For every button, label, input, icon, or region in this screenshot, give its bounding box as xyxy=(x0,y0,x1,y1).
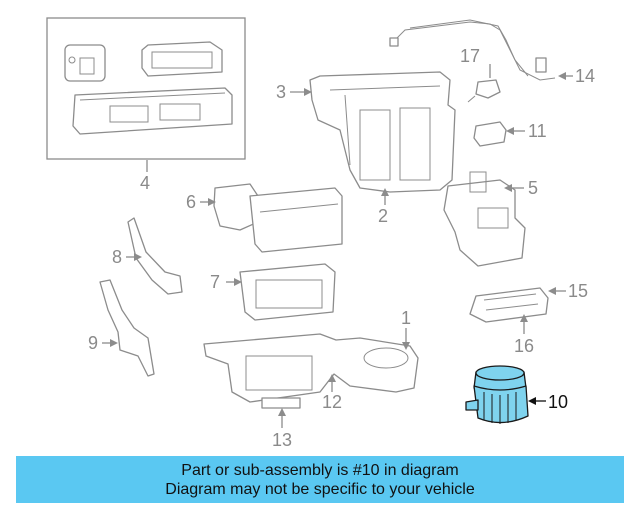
info-banner: Part or sub-assembly is #10 in diagram D… xyxy=(16,456,624,503)
part-15-filter-housing[interactable]: 15 16 xyxy=(469,281,588,356)
part-14-wire-harness[interactable]: 14 xyxy=(389,19,595,86)
part-7-evaporator[interactable]: 7 xyxy=(210,263,336,321)
part-3-hvac-case[interactable]: 3 2 xyxy=(276,71,456,226)
part-4-control-panel[interactable]: 4 xyxy=(46,17,246,193)
callout-14: 14 xyxy=(575,66,595,86)
callout-17: 17 xyxy=(460,46,480,66)
control-panel-part xyxy=(72,87,233,135)
callout-5: 5 xyxy=(528,178,538,198)
part-9-bracket[interactable]: 9 xyxy=(88,279,155,377)
callout-1: 1 xyxy=(401,308,411,328)
callout-13: 13 xyxy=(272,430,292,450)
callout-12: 12 xyxy=(322,392,342,412)
callout-15: 15 xyxy=(568,281,588,301)
part-1-lower-case[interactable]: 1 12 13 xyxy=(203,308,419,450)
control-bezel-part xyxy=(141,41,223,77)
callout-9: 9 xyxy=(88,333,98,353)
callout-11: 11 xyxy=(528,121,547,141)
part-10-blower-motor[interactable]: 10 xyxy=(465,365,568,424)
callout-3: 3 xyxy=(276,82,286,102)
control-knob-part xyxy=(64,44,106,82)
callout-10: 10 xyxy=(548,392,568,412)
part-11-actuator[interactable]: 11 xyxy=(473,121,547,147)
part-8-duct[interactable]: 8 xyxy=(112,217,183,295)
parts-diagram: 4 3 2 14 17 11 xyxy=(46,17,595,450)
part-6-heater-core[interactable]: 6 xyxy=(186,183,343,253)
banner-line-2: Diagram may not be specific to your vehi… xyxy=(165,481,475,498)
part-17-sensor[interactable]: 17 xyxy=(460,46,501,103)
banner-line-1: Part or sub-assembly is #10 in diagram xyxy=(181,462,459,479)
callout-7: 7 xyxy=(210,272,220,292)
part-5-mode-door-housing[interactable]: 5 xyxy=(443,171,538,267)
callout-16: 16 xyxy=(514,336,534,356)
callout-8: 8 xyxy=(112,247,122,267)
callout-2: 2 xyxy=(378,206,388,226)
callout-6: 6 xyxy=(186,192,196,212)
callout-4: 4 xyxy=(140,173,150,193)
